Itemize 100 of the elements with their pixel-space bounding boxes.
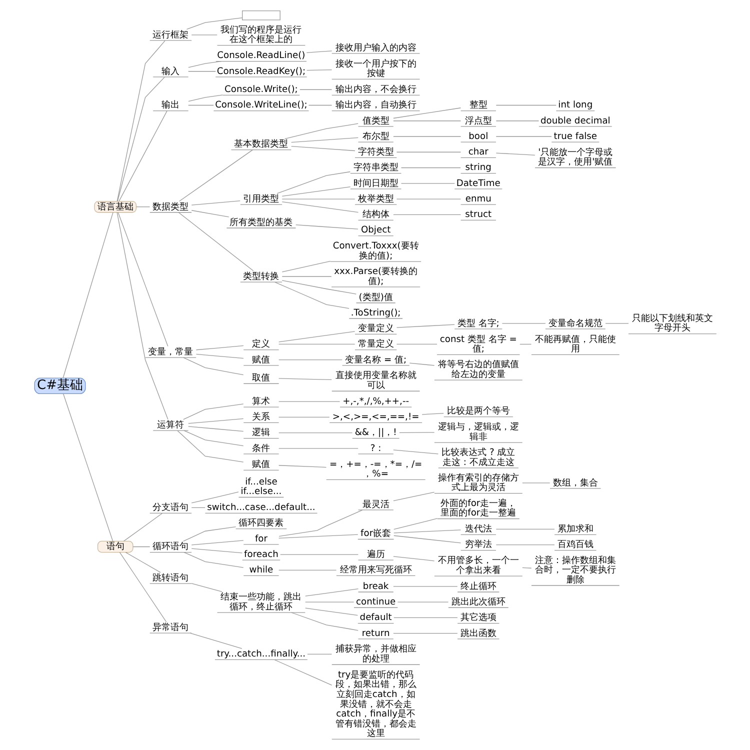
connector: [281, 280, 356, 294]
node-text: 终止循环: [460, 582, 496, 592]
connector: [278, 401, 340, 402]
connector: [280, 554, 358, 555]
node-box: [242, 10, 280, 20]
connector: [178, 150, 252, 202]
connector: [188, 426, 244, 432]
node-text: +,-,*,/,%,++,--: [342, 396, 409, 407]
connector: [392, 633, 458, 634]
connector: [276, 171, 350, 194]
node-text: 外面的for走一遍，里面的for走一整遍: [440, 498, 516, 519]
connector: [278, 331, 355, 342]
node-text: 输入: [161, 66, 180, 77]
connector: [278, 378, 332, 380]
node-text: 赋值: [252, 460, 270, 470]
connector: [117, 212, 168, 347]
node-text: string: [464, 163, 491, 174]
connector: [392, 136, 461, 137]
node-text: 数组，集合: [552, 478, 598, 488]
connector: [278, 465, 326, 468]
connector: [495, 136, 552, 137]
node-text: 比较是两个等号: [446, 406, 510, 417]
connector: [278, 432, 352, 434]
connector: [393, 535, 461, 544]
node-text: Object: [360, 226, 390, 236]
node-text: 定义: [252, 340, 270, 350]
connector: [495, 528, 554, 530]
node-text: 百鸡百钱: [556, 540, 593, 550]
node-text: 变量，常量: [148, 347, 193, 358]
node-text: try是要监听的代码段，如果出错，那么立刻回走catch，如果没错，就不会走catch，finally是不管有错没错，都会走这里: [334, 670, 416, 740]
connector: [421, 412, 444, 415]
node-text: 变量名称 = 值;: [344, 355, 406, 366]
node-text: 浮点型: [464, 116, 492, 126]
node-text: 数据类型: [152, 202, 188, 212]
connector: [188, 104, 214, 106]
node-text: 输出内容，自动换行: [334, 100, 416, 111]
node-text: 值类型: [362, 116, 389, 126]
connector: [278, 570, 336, 571]
node-text: 跳转语句: [152, 573, 188, 584]
connector: [190, 507, 205, 508]
node-text: 条件: [252, 444, 270, 454]
node-text: '只能放一个字母或是汉字，使用'赋值: [538, 148, 612, 168]
node-text: 逻辑与，逻辑或，逻辑非: [437, 422, 518, 442]
node-text: for: [254, 534, 267, 544]
connector: [188, 94, 223, 102]
node-text: char: [468, 148, 488, 158]
connector: [393, 617, 458, 618]
connector: [274, 282, 349, 309]
node-text: if...else if...else...: [240, 477, 282, 498]
node-text: 时间日期型: [352, 178, 398, 189]
node-text: 捕获异常，并做相应的处理: [334, 644, 416, 664]
connector: [189, 632, 242, 649]
node-text: &&，||，!: [354, 428, 396, 438]
connector: [290, 137, 358, 143]
connector: [304, 608, 358, 616]
node-text: 输出内容，不会换行: [334, 85, 416, 96]
node-text: 枚举类型: [357, 194, 394, 204]
connector: [190, 540, 244, 546]
connector: [136, 206, 150, 208]
node-box: 语句: [96, 540, 133, 553]
connector: [190, 583, 222, 592]
connector: [195, 354, 244, 359]
node-text: while: [248, 566, 273, 576]
connector: [306, 654, 332, 655]
connector: [284, 123, 358, 140]
node-text: 我们写的程序是运行在这个框架上的: [220, 25, 302, 46]
node-text: 运算符: [156, 420, 184, 430]
connector: [188, 418, 244, 424]
node-text: Console.ReadLine(): [216, 51, 305, 62]
node-text: xxx.Parse(要转换的值);: [334, 267, 418, 287]
connector: [392, 108, 461, 119]
node-text: 关系: [252, 412, 270, 423]
connector: [400, 167, 460, 168]
connector: [281, 260, 330, 272]
node-text: (类型)值: [358, 292, 392, 303]
connector: [306, 50, 332, 53]
node-text: true false: [553, 132, 597, 142]
connector: [188, 60, 222, 68]
node-box: C#基础: [34, 378, 86, 394]
node-text: 输出: [161, 100, 180, 111]
connector: [299, 89, 332, 90]
connector: [190, 548, 242, 554]
connector: [396, 198, 461, 200]
node-text: bool: [468, 132, 488, 142]
node-text: 遍历: [366, 550, 384, 560]
connector: [393, 518, 438, 530]
connector: [392, 120, 461, 122]
node-text: for嵌套: [360, 529, 391, 540]
node-text: 异常语句: [152, 622, 188, 633]
node-text: 循环四要素: [238, 518, 284, 529]
connector: [398, 432, 434, 433]
connector: [495, 120, 539, 122]
node-text: 跳出函数: [460, 628, 496, 639]
connector: [116, 40, 165, 202]
connector: [118, 552, 166, 622]
node-text: 注意：操作数组和集合时，一定不要执行删除: [534, 556, 616, 586]
node-text: 直接使用变量名称就可以: [334, 371, 416, 391]
connector: [522, 482, 550, 484]
connector: [278, 344, 355, 345]
connector: [400, 183, 454, 184]
